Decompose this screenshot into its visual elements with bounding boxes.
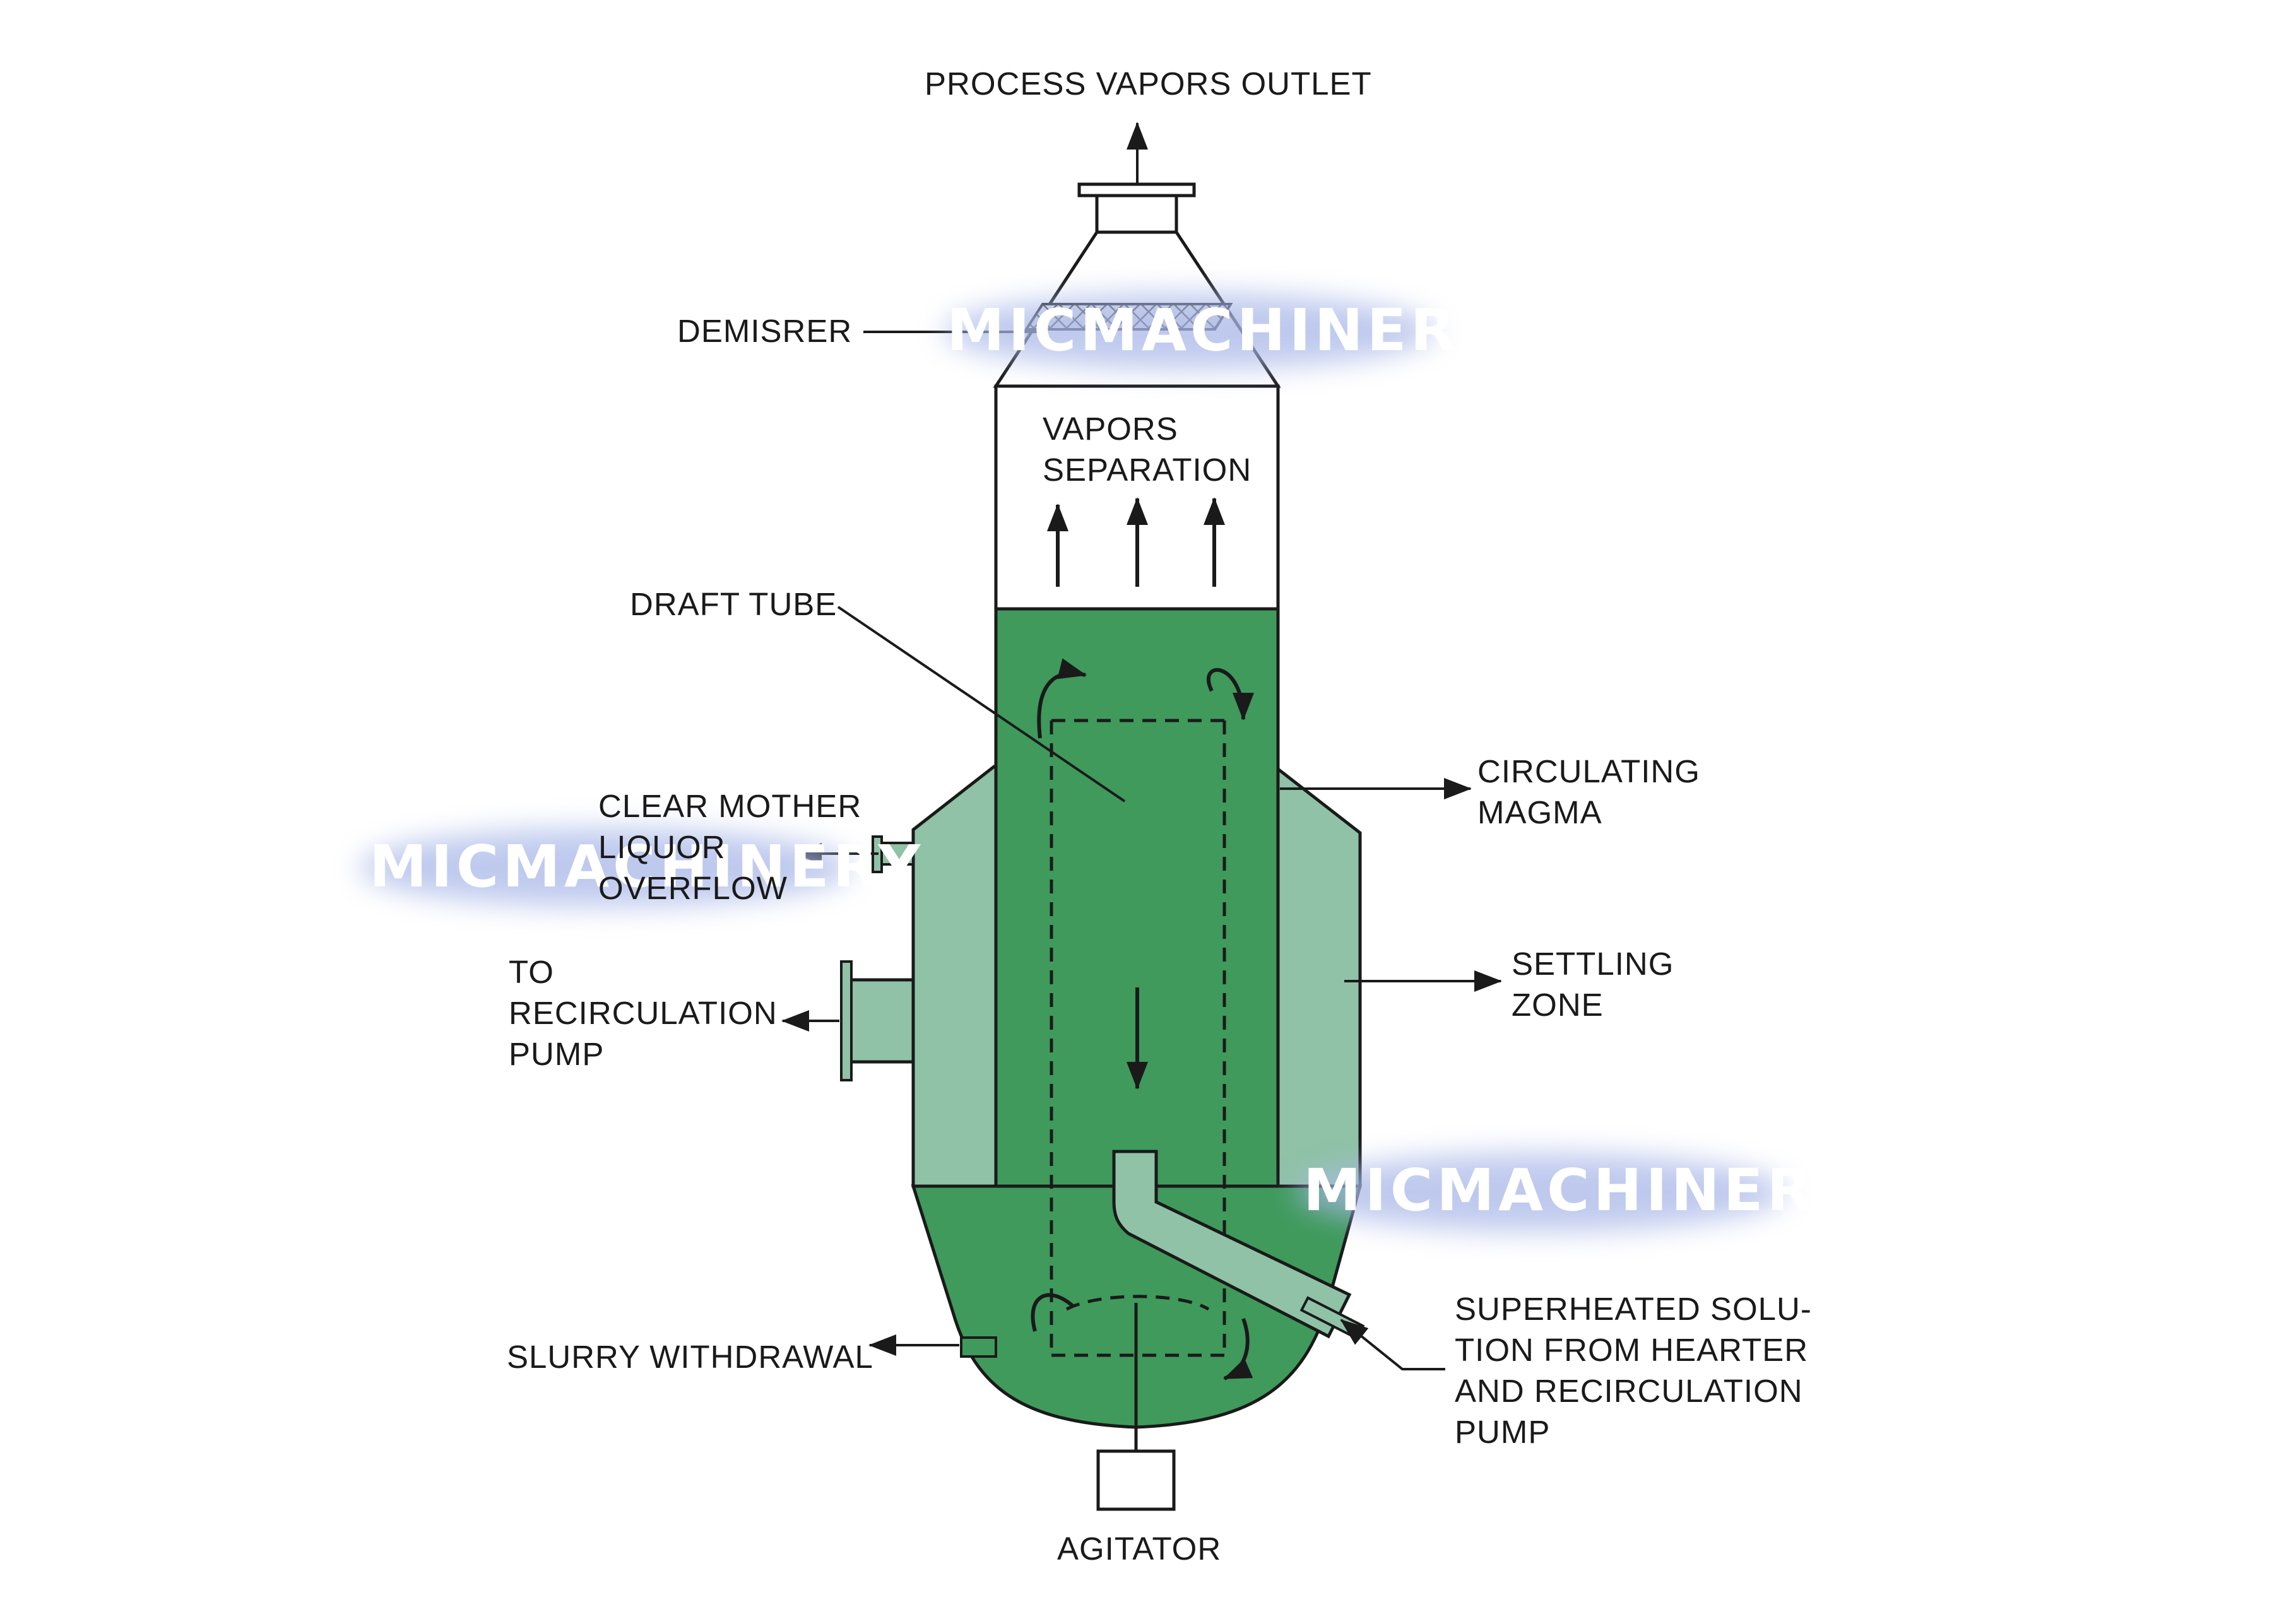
watermark-text: MICMACHINERY	[947, 297, 1501, 364]
label-settling-zone: SETTLING ZONE	[1512, 946, 1684, 1023]
watermark-text: MICMACHINERY	[1303, 1157, 1858, 1224]
watermark-top: MICMACHINERY	[944, 293, 1501, 369]
label-vapors-separation: VAPORS SEPARATION	[1043, 411, 1252, 488]
feed-pipe	[1112, 1150, 1352, 1339]
label-demister: DEMISRER	[677, 313, 852, 349]
label-draft-tube: DRAFT TUBE	[630, 586, 837, 622]
draft-column	[994, 607, 1280, 1188]
watermark-middle: MICMACHINERY	[360, 828, 924, 907]
agitator-box	[1096, 1449, 1176, 1511]
watermark-text: MICMACHINERY	[369, 833, 924, 900]
label-superheated-solution: SUPERHEATED SOLU- TION FROM HEARTER AND …	[1455, 1291, 1821, 1450]
label-circulating-magma: CIRCULATING MAGMA	[1477, 753, 1710, 830]
label-to-recirculation-pump: TO RECIRCULATION PUMP	[509, 954, 787, 1072]
label-clear-mother-liquor-overflow: CLEAR MOTHER LIQUOR OVERFLOW	[598, 788, 871, 906]
label-process-vapors-outlet: PROCESS VAPORS OUTLET	[925, 66, 1372, 102]
recirculation-nozzle	[848, 978, 915, 1064]
slurry-nozzle	[960, 1336, 997, 1358]
label-agitator: AGITATOR	[1057, 1531, 1221, 1567]
outlet-nozzle	[1095, 192, 1178, 234]
watermark-bottom: MICMACHINERY	[1294, 1153, 1858, 1232]
outlet-flange	[1077, 182, 1196, 197]
flow-arrows	[1031, 497, 1254, 1380]
label-slurry-withdrawal: SLURRY WITHDRAWAL	[507, 1339, 873, 1375]
